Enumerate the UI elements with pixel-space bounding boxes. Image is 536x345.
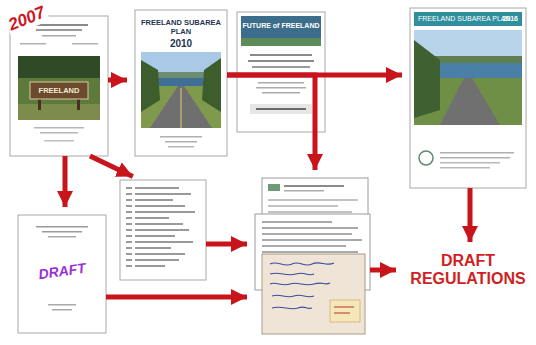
plan-2007-page [10, 16, 108, 156]
plan-2010-page [135, 10, 227, 156]
community-review-flyer [237, 12, 325, 132]
plan-2010-document: FREELAND SUBAREA PLAN 2010 [135, 10, 227, 156]
plan-2016-page [410, 8, 526, 188]
comment-documents [255, 178, 370, 334]
document-year: 2016 [410, 14, 526, 23]
document-title: FREELAND SUBAREA PLAN [418, 14, 511, 23]
flow-arrow [206, 242, 247, 247]
plan-2016-document: FREELAND SUBAREA PLAN2016 [410, 8, 526, 188]
flow-arrow [63, 156, 68, 207]
flow-arrow [90, 156, 133, 177]
comment-documents [255, 178, 370, 334]
flow-arrow [106, 295, 247, 300]
result-label: DRAFT REGULATIONS [406, 252, 530, 288]
draft-page [18, 215, 106, 333]
flyer-heading: FUTURE of FREELAND [241, 22, 321, 31]
document-title: FREELAND SUBAREA PLAN [135, 18, 227, 36]
draft-document: DRAFT [18, 215, 106, 333]
draft-regulations: DRAFT REGULATIONS [404, 250, 532, 290]
community-review-flyer: FUTURE of FREELAND [237, 12, 325, 132]
list-document [120, 180, 206, 280]
list-page [120, 180, 206, 280]
flow-arrow [227, 75, 315, 170]
document-year: 2010 [135, 38, 227, 50]
flow-arrow [370, 268, 396, 273]
draft-stamp: DRAFT [17, 257, 106, 285]
sign-text: FREELAND [30, 82, 88, 99]
flow-arrow [468, 188, 473, 242]
plan-2007-document: 2007FREELAND [10, 16, 108, 156]
year-label: 2007 [4, 2, 50, 36]
flow-arrow [108, 78, 127, 83]
